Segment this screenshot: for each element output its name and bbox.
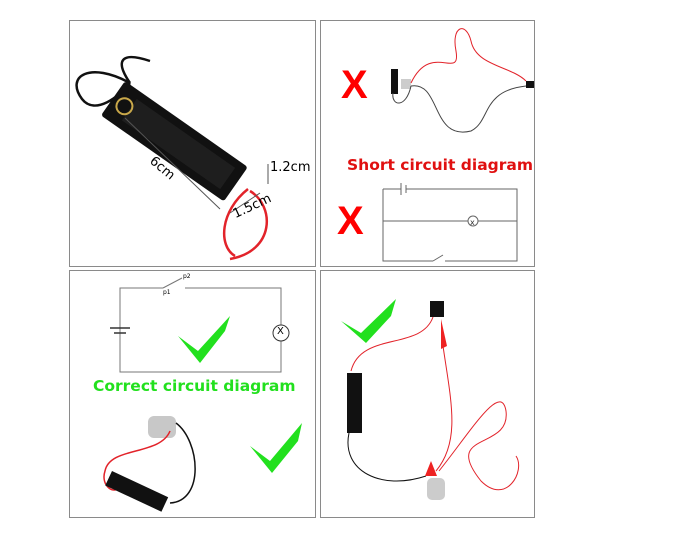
check-mark-icon bbox=[250, 423, 302, 473]
lamp-symbol: X bbox=[277, 326, 284, 337]
svg-text:x: x bbox=[470, 218, 475, 227]
check-mark-icon bbox=[341, 299, 396, 343]
correct-circuit-title: Correct circuit diagram bbox=[93, 377, 296, 395]
panel-correct-wiring bbox=[320, 270, 535, 518]
battery-holder-photo bbox=[105, 471, 169, 512]
battery-holder-photo bbox=[75, 55, 269, 261]
short-circuit-diagram bbox=[382, 183, 518, 262]
motor-photo bbox=[148, 416, 176, 438]
wrong-mark-icon: X bbox=[341, 63, 368, 107]
correct-circuit-diagram bbox=[103, 277, 302, 512]
rocker-switch bbox=[430, 301, 444, 317]
motor-photo bbox=[427, 478, 445, 500]
check-mark-icon bbox=[178, 316, 230, 363]
short-circuit-photo: x bbox=[382, 28, 534, 262]
panel-short-circuit: x X Short circuit diagram X bbox=[320, 20, 535, 267]
battery-holder-photo bbox=[347, 373, 362, 433]
switch-p1-label: p1 bbox=[163, 289, 171, 296]
height-label: 1.2cm bbox=[270, 160, 311, 175]
panel-correct-circuit: p1 p2 X Correct circuit diagram bbox=[69, 270, 316, 518]
panel-battery-dimensions: 6cm 1.2cm 1.5cm bbox=[69, 20, 316, 267]
short-circuit-title: Short circuit diagram bbox=[347, 156, 533, 174]
switch-p2-label: p2 bbox=[183, 273, 191, 280]
correct-wiring-photo bbox=[341, 299, 520, 500]
wrong-mark-icon: X bbox=[337, 199, 364, 243]
